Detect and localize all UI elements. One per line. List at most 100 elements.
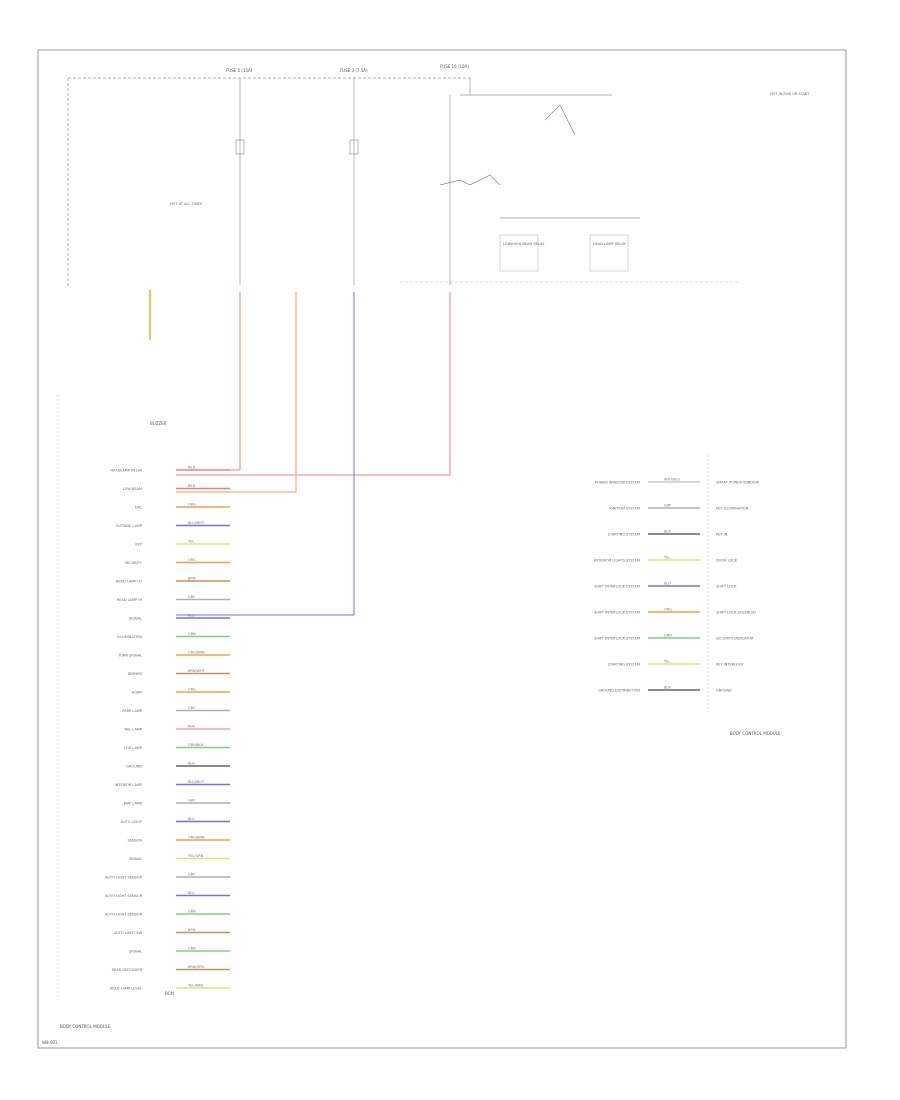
relay-box-2 <box>589 234 629 272</box>
left-pin-row: HEAD LAMP LEVEL YEL/BRN <box>110 984 230 991</box>
left-pin-row: HORN ORG <box>132 688 230 695</box>
right-pin-group: POWER WINDOW SYSTEM WHT/BLU SMART POWER WI… <box>594 478 760 693</box>
left-pin-wire-label: GRN <box>188 910 196 914</box>
left-pin-label: HEAD LAMP LEVEL <box>110 987 142 991</box>
buzzer-label: BUZZER <box>150 421 167 426</box>
left-pin-label: AUTO LIGHT <box>121 820 143 824</box>
left-pin-wire-label: BLK <box>188 762 195 766</box>
diagram-frame <box>37 49 847 1049</box>
left-pin-label: FOG LAMP <box>124 746 142 750</box>
left-pin-label: HEADLAMP RELAY <box>110 469 142 473</box>
left-pin-row: PARK LAMP GRY <box>122 706 230 713</box>
left-pin-wire-label: ORG/BRN <box>188 651 205 655</box>
wire-red-2 <box>176 292 451 476</box>
left-pin-row: KEY YEL <box>135 540 230 547</box>
left-pin-label: DRL <box>135 506 142 510</box>
left-pin-label: HORN <box>132 691 143 695</box>
right-pin-function-label: KEY INTERLOCK <box>716 663 744 667</box>
right-pin-system-label: POWER WINDOW SYSTEM <box>595 481 640 485</box>
fuse-2-label: FUSE 3 (7.5A) <box>340 68 368 73</box>
fuse-1-label: FUSE 5 (15A) <box>226 68 253 73</box>
left-pin-wire-label: RED <box>188 466 196 470</box>
left-pin-wire-label: GRY <box>188 799 196 803</box>
right-pin-wire-label: ORG <box>664 608 672 612</box>
left-pin-wire-label: YEL <box>188 540 194 544</box>
left-pin-row: DRL ORG <box>135 503 230 510</box>
right-pin-function-label: SHIFT LOCK <box>716 585 737 589</box>
right-pin-system-label: STARTING SYSTEM <box>608 663 640 667</box>
left-pin-group: HEADLAMP RELAY RED LOW BEAM RED DRL ORG OUTSID… <box>105 466 230 991</box>
wire-blue <box>176 292 355 616</box>
left-pin-wire-label: ORG <box>188 558 196 562</box>
right-module-caption: BODY CONTROL MODULE <box>730 731 781 736</box>
right-pin-wire-label: GRY <box>664 504 672 508</box>
right-pin-wire-label: BLU <box>664 582 671 586</box>
left-pin-label: GROUND <box>126 765 142 769</box>
left-pin-wire-label: BRN <box>188 928 196 932</box>
left-module-name: BCM <box>165 991 174 996</box>
left-pin-wire-label: ORG <box>188 688 196 692</box>
right-pin-row: POWER WINDOW SYSTEM WHT/BLU SMART POWER WI… <box>595 478 760 485</box>
right-pin-row: GROUND DISTRIBUTION BLK GROUND <box>598 686 732 693</box>
right-pin-function-label: GROUND <box>716 689 732 693</box>
left-pin-label: KEY <box>135 543 143 547</box>
right-pin-row: IGNITION SYSTEM GRY KEY ILLUMINATION <box>609 504 749 511</box>
right-pin-system-label: IGNITION SYSTEM <box>609 507 640 511</box>
right-pin-function-label: SMART POWER WINDOW <box>716 481 760 485</box>
relay-box-1 <box>499 234 539 272</box>
left-pin-wire-label: GRY <box>188 706 196 710</box>
left-pin-label: LOW BEAM <box>123 487 142 491</box>
right-pin-system-label: SHIFT INTERLOCK SYSTEM <box>594 637 640 641</box>
wire-orange <box>176 292 297 493</box>
fuse-1 <box>235 139 245 155</box>
right-pin-system-label: GROUND DISTRIBUTION <box>598 689 640 693</box>
right-header-note: HOT IN RUN OR START <box>770 92 810 96</box>
left-pin-label: SIGNAL <box>129 950 142 954</box>
wire-red-1 <box>176 292 241 471</box>
right-pin-function-label: KEY ILLUMINATION <box>716 507 749 511</box>
right-pin-function-label: KEY IN <box>716 533 728 537</box>
hot-note: HOT AT ALL TIMES <box>170 202 203 206</box>
left-pin-label: HEAD LAMP LO <box>116 580 143 584</box>
left-pin-wire-label: ORG <box>188 503 196 507</box>
right-pin-system-label: STARTING SYSTEM <box>608 533 640 537</box>
left-pin-wire-label: ORG/BRN <box>188 836 205 840</box>
right-pin-wire-label: WHT/BLU <box>664 478 681 482</box>
left-pin-row: LOW BEAM RED <box>123 484 230 491</box>
relay-contact <box>544 104 576 136</box>
left-pin-wire-label: BRN/WHT <box>188 669 206 673</box>
left-pin-wire-label: YEL/BRN <box>188 984 203 988</box>
left-pin-wire-label: RED <box>188 484 196 488</box>
left-pin-label: PARK LAMP <box>122 709 142 713</box>
right-pin-wire-label: GRN <box>664 634 672 638</box>
diagram-code: W8-001 <box>42 1040 58 1045</box>
left-pin-label: OUTSIDE LAMP <box>116 524 142 528</box>
left-pin-wire-label: BLU <box>188 614 195 618</box>
right-pin-wire-label: BLK <box>664 686 671 690</box>
left-pin-row: GROUND BLK <box>126 762 230 769</box>
left-module-caption: BODY CONTROL MODULE <box>60 1024 111 1029</box>
relay-2-label: HEAD LAMP RELAY <box>593 242 627 246</box>
left-pin-label: AUTO LIGHT SENSOR <box>105 894 143 898</box>
